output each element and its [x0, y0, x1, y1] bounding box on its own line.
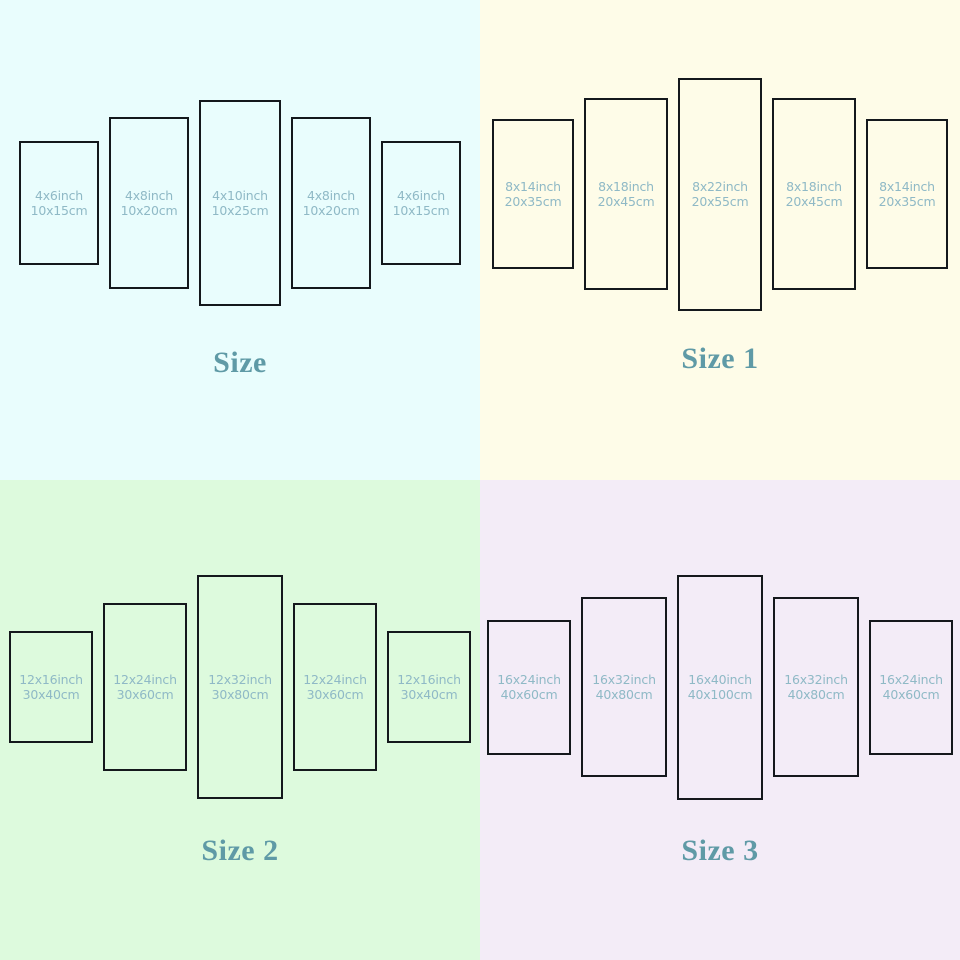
panel-size-inch: 12x16inch	[397, 671, 461, 687]
panel-size-inch: 16x24inch	[879, 671, 943, 687]
panel-frame[interactable]: 4x6inch 10x15cm	[19, 141, 99, 265]
panel-size-cm: 10x25cm	[211, 203, 269, 218]
panel-frame[interactable]: 16x32inch 40x80cm	[581, 597, 667, 777]
panel-size-inch: 16x24inch	[497, 671, 561, 687]
panel-size-label: 8x18inch 20x45cm	[598, 179, 655, 210]
panel-size-inch: 8x22inch	[692, 178, 748, 194]
panel-size-label: 12x24inch 30x60cm	[303, 672, 367, 703]
panel-size-inch: 8x14inch	[879, 178, 935, 194]
quadrant-size-2: 12x16inch 30x40cm 12x24inch 30x60cm 12x3…	[0, 480, 480, 960]
panel-size-cm: 30x60cm	[116, 687, 174, 702]
panel-size-cm: 30x80cm	[211, 687, 269, 702]
panel-size-label: 12x16inch 30x40cm	[397, 672, 461, 703]
panel-size-label: 12x32inch 30x80cm	[208, 672, 272, 703]
panel-size-cm: 40x100cm	[687, 687, 753, 702]
panel-stage-size: 4x6inch 10x15cm 4x8inch 10x20cm 4x10inch…	[0, 3, 480, 403]
panel-frame[interactable]: 8x14inch 20x35cm	[492, 119, 574, 269]
panel-frame[interactable]: 16x40inch 40x100cm	[677, 574, 763, 800]
panel-size-inch: 4x10inch	[212, 187, 268, 203]
panel-size-inch: 16x40inch	[688, 671, 752, 687]
panel-frame[interactable]: 12x16inch 30x40cm	[9, 631, 93, 743]
panel-size-cm: 20x55cm	[691, 194, 749, 209]
panel-size-label: 16x24inch 40x60cm	[497, 672, 561, 703]
panel-size-inch: 16x32inch	[784, 671, 848, 687]
panel-size-label: 4x8inch 10x20cm	[121, 188, 178, 219]
panel-size-inch: 8x14inch	[505, 178, 561, 194]
panel-frame[interactable]: 16x24inch 40x60cm	[869, 619, 953, 755]
panel-frame[interactable]: 16x32inch 40x80cm	[773, 597, 859, 777]
panel-size-cm: 20x45cm	[785, 194, 843, 209]
panel-frame[interactable]: 16x24inch 40x60cm	[487, 619, 571, 755]
panel-frame[interactable]: 8x18inch 20x45cm	[584, 98, 668, 290]
quadrant-title: Size 3	[681, 834, 759, 867]
panel-size-label: 8x14inch 20x35cm	[879, 179, 936, 210]
panel-frame[interactable]: 8x14inch 20x35cm	[866, 119, 948, 269]
panel-size-cm: 10x20cm	[120, 203, 178, 218]
panel-size-inch: 12x24inch	[303, 671, 367, 687]
panel-frame[interactable]: 12x32inch 30x80cm	[197, 575, 283, 799]
panel-frame[interactable]: 8x18inch 20x45cm	[772, 98, 856, 290]
panel-size-label: 16x24inch 40x60cm	[879, 672, 943, 703]
panel-size-inch: 12x32inch	[208, 671, 272, 687]
panel-size-cm: 10x15cm	[30, 203, 88, 218]
panel-size-cm: 10x20cm	[302, 203, 360, 218]
quadrant-title: Size	[213, 346, 267, 379]
panel-size-cm: 40x60cm	[882, 687, 940, 702]
panel-size-cm: 20x35cm	[504, 194, 562, 209]
panel-size-label: 16x40inch 40x100cm	[688, 672, 753, 703]
panel-frame[interactable]: 4x10inch 10x25cm	[199, 100, 281, 306]
panel-frame[interactable]: 12x16inch 30x40cm	[387, 631, 471, 743]
quadrant-title: Size 1	[681, 342, 759, 375]
panel-size-label: 8x14inch 20x35cm	[505, 179, 562, 210]
panel-size-inch: 12x16inch	[19, 671, 83, 687]
quadrant-title: Size 2	[201, 834, 279, 867]
panel-size-label: 4x6inch 10x15cm	[31, 188, 88, 219]
panel-size-label: 12x16inch 30x40cm	[19, 672, 83, 703]
quadrant-size-1: 8x14inch 20x35cm 8x18inch 20x45cm 8x22in…	[480, 0, 960, 480]
panel-frame[interactable]: 12x24inch 30x60cm	[293, 603, 377, 771]
panel-size-cm: 40x80cm	[595, 687, 653, 702]
panel-stage-size-2: 12x16inch 30x40cm 12x24inch 30x60cm 12x3…	[0, 487, 480, 887]
panel-size-inch: 4x8inch	[306, 187, 356, 203]
panel-frame[interactable]: 12x24inch 30x60cm	[103, 603, 187, 771]
panel-size-inch: 4x6inch	[34, 187, 84, 203]
panel-size-label: 4x10inch 10x25cm	[212, 188, 269, 219]
panel-stage-size-3: 16x24inch 40x60cm 16x32inch 40x80cm 16x4…	[480, 487, 960, 887]
panel-size-cm: 30x40cm	[22, 687, 80, 702]
quadrant-size: 4x6inch 10x15cm 4x8inch 10x20cm 4x10inch…	[0, 0, 480, 480]
panel-size-label: 16x32inch 40x80cm	[592, 672, 656, 703]
panel-size-cm: 20x35cm	[878, 194, 936, 209]
panel-size-cm: 20x45cm	[597, 194, 655, 209]
panel-size-cm: 30x60cm	[306, 687, 364, 702]
panel-size-label: 8x22inch 20x55cm	[692, 179, 749, 210]
panel-size-inch: 8x18inch	[786, 178, 842, 194]
panel-size-label: 16x32inch 40x80cm	[784, 672, 848, 703]
panel-size-cm: 10x15cm	[392, 203, 450, 218]
panel-size-inch: 4x6inch	[396, 187, 446, 203]
panel-size-label: 12x24inch 30x60cm	[113, 672, 177, 703]
panel-size-label: 8x18inch 20x45cm	[786, 179, 843, 210]
panel-frame[interactable]: 4x8inch 10x20cm	[109, 117, 189, 289]
quadrant-size-3: 16x24inch 40x60cm 16x32inch 40x80cm 16x4…	[480, 480, 960, 960]
panel-frame[interactable]: 4x8inch 10x20cm	[291, 117, 371, 289]
panel-size-inch: 4x8inch	[124, 187, 174, 203]
panel-size-inch: 8x18inch	[598, 178, 654, 194]
panel-size-cm: 30x40cm	[400, 687, 458, 702]
panel-frame[interactable]: 4x6inch 10x15cm	[381, 141, 461, 265]
panel-size-cm: 40x60cm	[500, 687, 558, 702]
panel-size-inch: 16x32inch	[592, 671, 656, 687]
panel-size-label: 4x6inch 10x15cm	[393, 188, 450, 219]
panel-frame[interactable]: 8x22inch 20x55cm	[678, 77, 762, 311]
panel-size-label: 4x8inch 10x20cm	[303, 188, 360, 219]
panel-size-inch: 12x24inch	[113, 671, 177, 687]
panel-size-cm: 40x80cm	[787, 687, 845, 702]
panel-stage-size-1: 8x14inch 20x35cm 8x18inch 20x45cm 8x22in…	[480, 0, 960, 394]
